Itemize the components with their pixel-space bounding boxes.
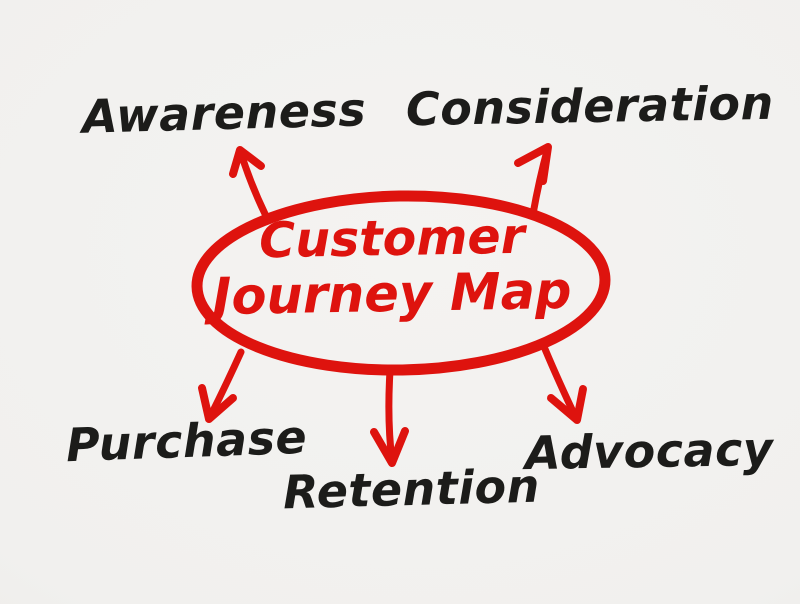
stage-label-advocacy: Advocacy (524, 421, 774, 481)
arrow-to-advocacy (541, 345, 587, 424)
stage-label-retention: Retention (282, 458, 541, 520)
arrow-to-awareness (229, 146, 270, 220)
arrow-to-retention (370, 367, 409, 467)
stage-label-purchase: Purchase (65, 409, 309, 473)
arrow-to-consideration (514, 143, 552, 218)
center-ellipse (191, 190, 611, 376)
arrow-to-purchase (198, 348, 245, 423)
center-title-line1: Customer (258, 207, 526, 270)
stage-label-consideration: Consideration (405, 75, 775, 137)
center-title-line2: Journey Map (211, 261, 573, 328)
stage-label-awareness: Awareness (81, 82, 367, 144)
